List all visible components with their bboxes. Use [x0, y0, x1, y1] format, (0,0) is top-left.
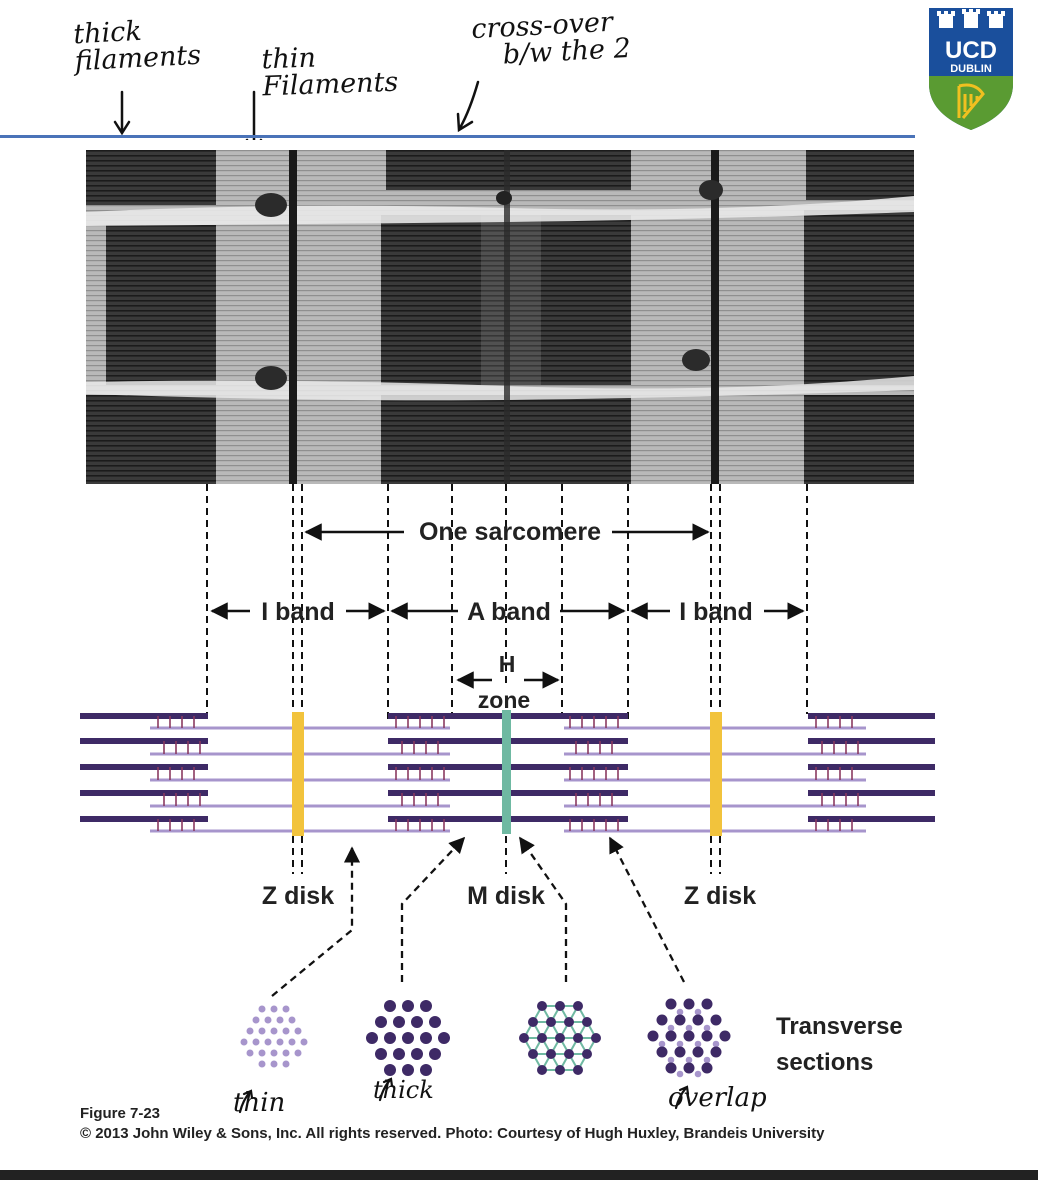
note-arrows: [113, 80, 480, 140]
zone-label: zone: [478, 687, 530, 713]
section-overlap: [647, 998, 731, 1078]
logo-subtext: DUBLIN: [950, 63, 992, 75]
z-disk-right-label: Z disk: [684, 882, 756, 910]
pointer-thin: [271, 846, 361, 997]
z-disk-left: [292, 712, 304, 836]
note-overlap: overlap: [668, 1083, 767, 1113]
section-thin: [240, 1005, 308, 1068]
section-thick: [366, 1000, 450, 1076]
guide-lines: [206, 484, 808, 874]
sections-label: sections: [776, 1049, 873, 1076]
cross-bridges: [157, 716, 859, 831]
bottom-bar: [0, 1170, 1038, 1180]
logo-text: UCD: [945, 37, 997, 64]
ucd-logo: UCD DUBLIN: [929, 8, 1013, 130]
note-thick: thick: [373, 1076, 434, 1104]
electron-micrograph: [86, 150, 914, 484]
h-label: H: [499, 651, 516, 677]
harp-icon: [957, 83, 985, 119]
note-thin: thin: [233, 1088, 286, 1118]
i-band-right-label: I band: [679, 598, 753, 626]
m-disk-label: M disk: [467, 882, 545, 910]
pointer-overlap: [608, 836, 686, 983]
pointer-m: [519, 836, 568, 982]
sarcomere-diagram: One sarcomere I band A band I band H zon…: [80, 484, 935, 1114]
z-disk-right: [710, 712, 722, 836]
m-disk: [502, 710, 511, 834]
z-disk-left-label: Z disk: [262, 882, 334, 910]
figure-caption: Figure 7-23 © 2013 John Wiley & Sons, In…: [80, 1104, 824, 1144]
figure-credit: © 2013 John Wiley & Sons, Inc. All right…: [80, 1125, 825, 1142]
figure-number: Figure 7-23: [80, 1105, 161, 1122]
pointer-thick: [400, 836, 466, 982]
i-band-left-label: I band: [261, 598, 335, 626]
header-divider: [0, 135, 915, 138]
section-m-line: [519, 1001, 601, 1075]
one-sarcomere-label: One sarcomere: [419, 518, 601, 546]
a-band-label: A band: [467, 598, 551, 626]
transverse-label: Transverse: [776, 1013, 903, 1040]
